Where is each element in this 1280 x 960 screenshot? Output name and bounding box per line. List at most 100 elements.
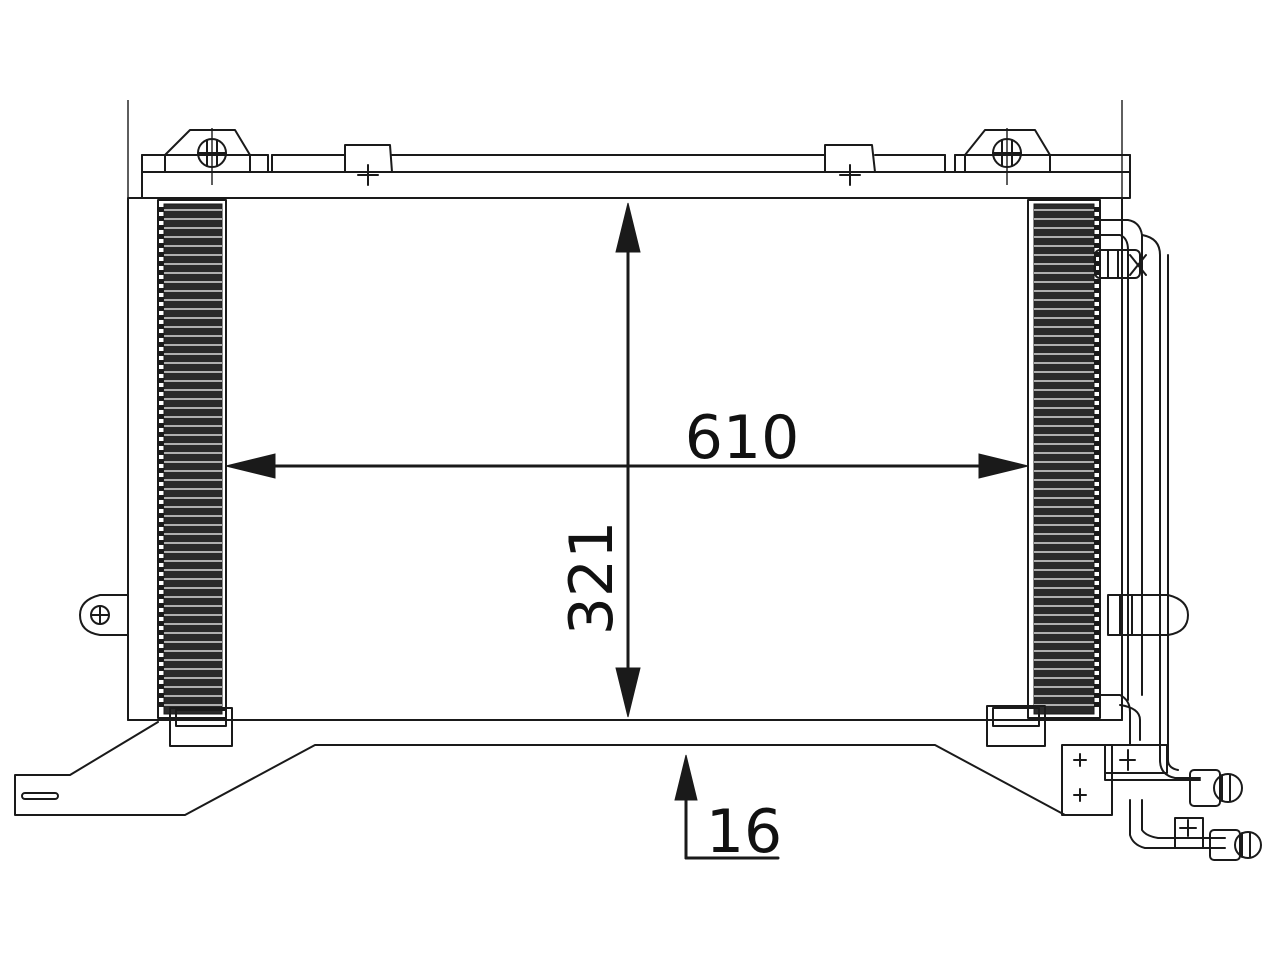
tank-rib-tooth: [158, 558, 164, 563]
tank-rib-tooth: [1094, 387, 1100, 392]
top-mid-tab-left: [344, 144, 393, 186]
tank-rib-tooth: [158, 585, 164, 590]
tank-rib-tooth: [158, 675, 164, 680]
width-dimension-label: 610: [685, 403, 800, 473]
tank-rib-tooth: [1094, 531, 1100, 536]
tank-rib-tooth: [1094, 549, 1100, 554]
left-side-bracket: [79, 594, 129, 636]
tank-rib-tooth: [158, 297, 164, 302]
tank-rib-tooth: [1094, 621, 1100, 626]
right-header-tank: [1027, 199, 1101, 719]
tank-rib-tooth: [158, 432, 164, 437]
tank-rib-tooth: [158, 288, 164, 293]
tank-rib-tooth: [1094, 693, 1100, 698]
height-arrowhead-bottom: [615, 667, 641, 718]
tank-rib-tooth: [1094, 576, 1100, 581]
tank-rib-tooth: [158, 486, 164, 491]
bottom-support-bracket: [14, 721, 1111, 816]
tank-rib-tooth: [1094, 315, 1100, 320]
tank-rib-tooth: [158, 531, 164, 536]
tank-rib-tooth: [1094, 684, 1100, 689]
tank-rib-tooth: [1094, 639, 1100, 644]
tank-rib-tooth: [158, 396, 164, 401]
tank-rib-tooth: [158, 450, 164, 455]
pipe-fitting-upper: [1189, 769, 1243, 807]
tank-rib-tooth: [1094, 495, 1100, 500]
tank-rib-tooth: [158, 549, 164, 554]
tank-rib-tooth: [1094, 369, 1100, 374]
tank-rib-tooth: [1094, 648, 1100, 653]
tank-rib-tooth: [1094, 666, 1100, 671]
tank-rib-tooth: [158, 666, 164, 671]
tank-rib-tooth: [158, 441, 164, 446]
height-arrowhead-top: [615, 202, 641, 253]
tank-rib-tooth: [158, 225, 164, 230]
tank-rib-tooth: [158, 405, 164, 410]
tank-rib-tooth: [158, 324, 164, 329]
tank-rib-tooth: [158, 270, 164, 275]
tank-rib-tooth: [158, 414, 164, 419]
tank-rib-tooth: [1094, 441, 1100, 446]
refrigerant-pipes: [1094, 219, 1201, 779]
tank-rib-tooth: [1094, 594, 1100, 599]
tank-rib-tooth: [158, 639, 164, 644]
tank-rib-tooth: [158, 684, 164, 689]
tank-rib-tooth: [158, 423, 164, 428]
tank-rib-tooth: [158, 522, 164, 527]
tank-rib-tooth: [1094, 567, 1100, 572]
tank-rib-tooth: [1094, 360, 1100, 365]
tank-rib-tooth: [158, 567, 164, 572]
tank-rib-tooth: [1094, 630, 1100, 635]
tank-rib-tooth: [158, 513, 164, 518]
tank-rib-tooth: [158, 315, 164, 320]
tank-rib-tooth: [1094, 234, 1100, 239]
thickness-dimension-label: 16: [706, 797, 782, 867]
top-mid-tab-right: [824, 144, 876, 186]
tank-rib-tooth: [1094, 333, 1100, 338]
tank-rib-tooth: [158, 594, 164, 599]
bottom-right-foot: [986, 705, 1046, 747]
tank-rib-tooth: [1094, 504, 1100, 509]
tank-rib-tooth: [158, 378, 164, 383]
tank-rib-tooth: [1094, 297, 1100, 302]
tank-rib-tooth: [1094, 378, 1100, 383]
tank-rib-tooth: [1094, 702, 1100, 707]
tank-rib-tooth: [158, 648, 164, 653]
tank-rib-tooth: [158, 207, 164, 212]
tank-rib-tooth: [1094, 675, 1100, 680]
width-arrowhead-right: [978, 453, 1029, 479]
tank-rib-tooth: [158, 621, 164, 626]
tank-rib-tooth: [158, 234, 164, 239]
tank-rib-tooth: [158, 477, 164, 482]
height-dimension: 321: [557, 202, 641, 718]
pipe-fitting-lower: [1209, 829, 1262, 861]
tank-rib-tooth: [1094, 243, 1100, 248]
thickness-arrowhead: [674, 754, 698, 801]
tank-rib-tooth: [158, 216, 164, 221]
core-frame: [127, 197, 1123, 721]
tank-rib-tooth: [1094, 468, 1100, 473]
tank-rib-tooth: [158, 603, 164, 608]
tank-rib-tooth: [1094, 423, 1100, 428]
tank-rib-tooth: [1094, 459, 1100, 464]
tank-rib-tooth: [1094, 405, 1100, 410]
tank-rib-tooth: [1094, 558, 1100, 563]
tank-rib-tooth: [1094, 261, 1100, 266]
height-dimension-label: 321: [557, 521, 627, 636]
tank-rib-tooth: [158, 279, 164, 284]
tank-rib-tooth: [1094, 270, 1100, 275]
tank-rib-tooth: [158, 369, 164, 374]
bottom-left-foot: [169, 707, 233, 747]
tank-rib-tooth: [158, 630, 164, 635]
tank-rib-tooth: [1094, 279, 1100, 284]
tank-rib-tooth: [1094, 513, 1100, 518]
thickness-dimension: 16: [674, 754, 782, 867]
tank-rib-tooth: [158, 261, 164, 266]
tank-rib-tooth: [1094, 612, 1100, 617]
top-left-lug: [164, 128, 251, 185]
tank-rib-tooth: [1094, 351, 1100, 356]
tank-rib-tooth: [158, 702, 164, 707]
tank-rib-tooth: [158, 360, 164, 365]
tank-rib-tooth: [1094, 306, 1100, 311]
